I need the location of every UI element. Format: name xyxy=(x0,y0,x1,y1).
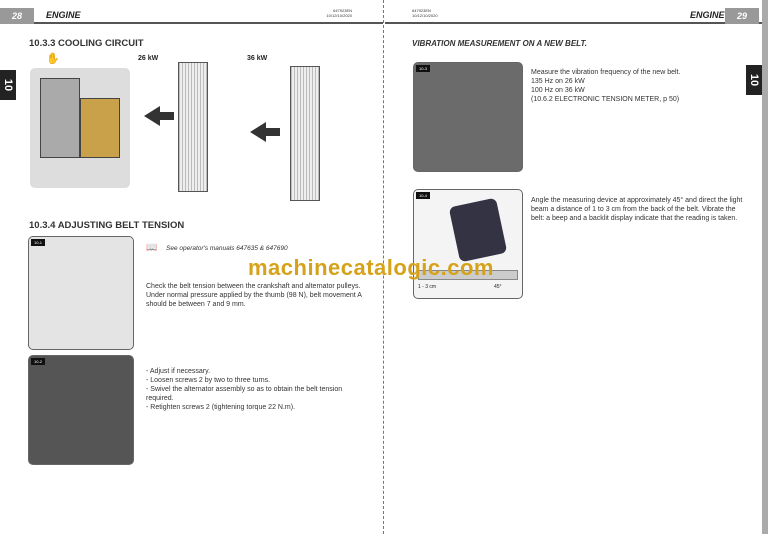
figure-10-2: 10-2 xyxy=(28,355,134,465)
distance-label: 1 - 3 cm xyxy=(418,284,437,290)
manual-reference: See operator's manuals 647635 & 647690 xyxy=(166,245,288,252)
chapter-tab: 10 xyxy=(746,65,762,95)
engine-illustration xyxy=(30,68,130,188)
book-icon: 📖 xyxy=(146,242,158,252)
label-26kw: 26 kW xyxy=(138,55,159,62)
vibration-text: Measure the vibration frequency of the n… xyxy=(531,69,681,103)
radiator-26kw xyxy=(178,62,208,192)
page-edge xyxy=(762,0,768,534)
doc-date: 10/12/10/2020 xyxy=(326,13,352,18)
figure-10-4: 10-4 1 - 3 cm 45° xyxy=(413,189,523,299)
cooling-heading: 10.3.3 COOLING CIRCUIT xyxy=(29,38,144,49)
page-number: 29 xyxy=(725,8,759,24)
vibration-heading: VIBRATION MEASUREMENT ON A NEW BELT. xyxy=(412,39,587,48)
belt-check-text: Check the belt tension between the crank… xyxy=(146,283,362,308)
doc-code: 647923EN xyxy=(333,8,352,13)
doc-code: 647923EN xyxy=(412,8,431,13)
label-36kw: 36 kW xyxy=(247,55,268,62)
arrow-icon xyxy=(250,122,280,142)
page-fold xyxy=(383,0,384,534)
adjust-steps: - Adjust if necessary.- Loosen screws 2 … xyxy=(146,368,343,411)
section-title: ENGINE xyxy=(46,10,81,20)
doc-date: 10/12/10/2020 xyxy=(412,13,438,18)
measuring-text: Angle the measuring device at approximat… xyxy=(531,197,743,222)
figure-10-1: 10-1 xyxy=(28,236,134,350)
figure-10-3: 10-3 xyxy=(413,62,523,172)
arrow-icon xyxy=(144,106,174,126)
chapter-tab: 10 xyxy=(0,70,16,100)
tension-meter xyxy=(448,197,508,263)
section-title: ENGINE xyxy=(690,10,725,20)
belt-heading: 10.3.4 ADJUSTING BELT TENSION xyxy=(29,220,185,231)
watermark: machinecatalogic.com xyxy=(248,255,494,280)
radiator-36kw xyxy=(290,66,320,201)
angle-label: 45° xyxy=(494,284,502,290)
page-number: 28 xyxy=(0,8,34,24)
hand-icon: ✋ xyxy=(46,53,60,65)
